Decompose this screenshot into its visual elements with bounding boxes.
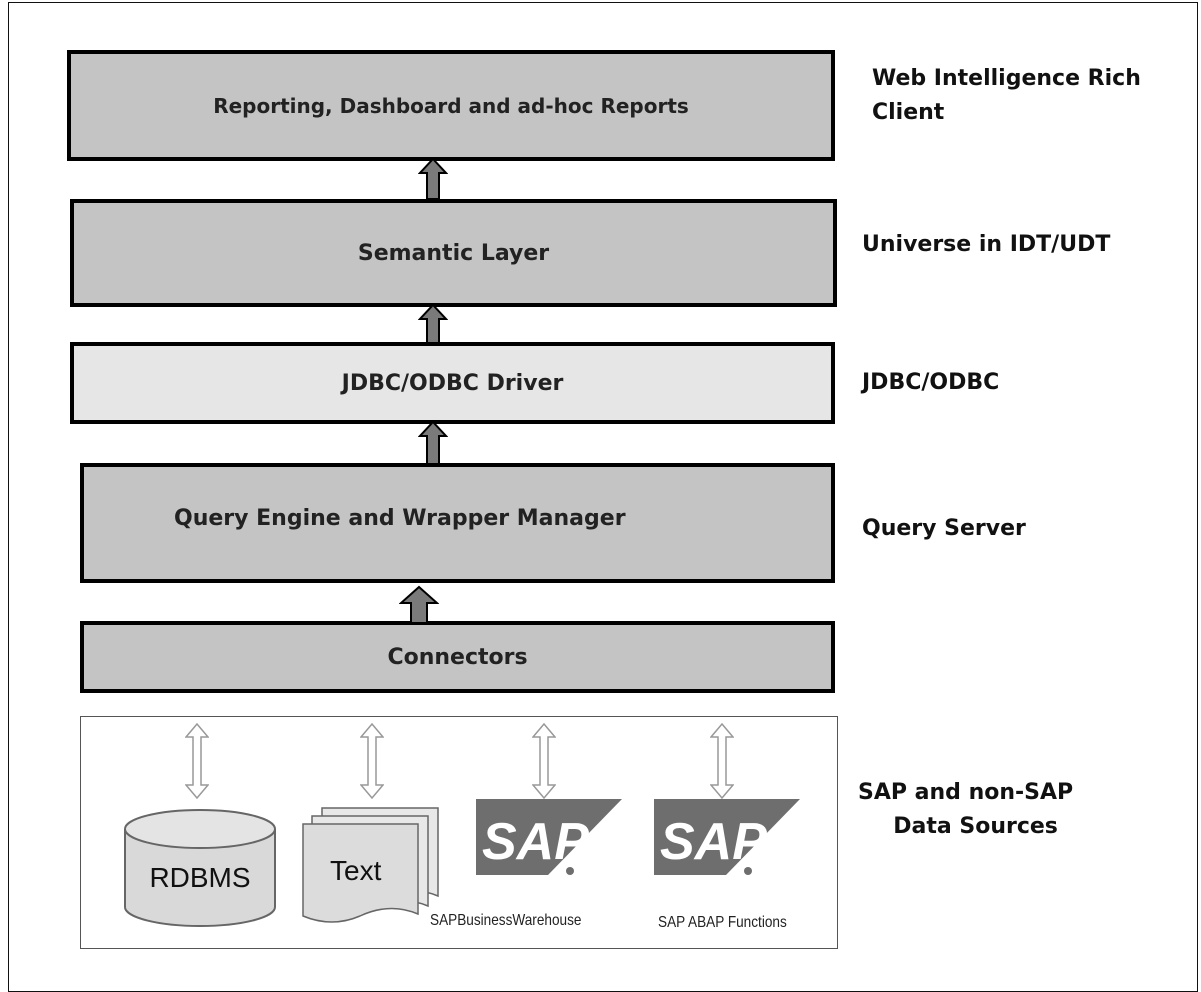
query-engine-label: Query Engine and Wrapper Manager	[174, 505, 626, 531]
webi-line-2: Client	[872, 100, 945, 125]
webi-line-1: Web Intelligence Rich	[872, 66, 1141, 91]
sources-line-1: SAP and non-SAP	[858, 780, 1074, 805]
query-engine-layer: Query Engine and Wrapper Manager	[80, 463, 835, 583]
text-label: Text	[330, 855, 382, 886]
sap-bw-caption: SAPBusinessWarehouse	[430, 912, 582, 929]
connectors-layer: Connectors	[80, 621, 835, 693]
semantic-layer: Semantic Layer	[70, 199, 837, 307]
bidirectional-arrow-icon	[185, 723, 209, 799]
query-server-label: Query Server	[862, 516, 1026, 541]
reporting-layer-label: Reporting, Dashboard and ad-hoc Reports	[213, 93, 689, 118]
connectors-label: Connectors	[387, 644, 528, 670]
svg-text:SAP: SAP	[482, 813, 589, 871]
document-stack-icon	[302, 807, 439, 923]
arrow-up-icon	[418, 157, 448, 200]
database-icon	[124, 809, 276, 927]
rdbms-label: RDBMS	[149, 862, 251, 893]
sap-logo-icon: SAP	[654, 799, 800, 875]
sap-abap-caption: SAP ABAP Functions	[658, 914, 787, 931]
reporting-layer: Reporting, Dashboard and ad-hoc Reports	[67, 50, 835, 161]
sap-logo-icon: SAP	[476, 799, 622, 875]
driver-layer: JDBC/ODBC Driver	[70, 342, 835, 424]
sources-line-2: Data Sources	[893, 814, 1058, 839]
semantic-layer-label: Semantic Layer	[357, 240, 550, 266]
data-sources-label: SAP and non-SAP Data Sources	[858, 776, 1073, 844]
arrow-up-icon	[418, 303, 448, 344]
bidirectional-arrow-icon	[532, 723, 556, 799]
arrow-up-icon	[418, 420, 448, 465]
webi-client-label: Web Intelligence Rich Client	[872, 62, 1141, 130]
arrow-up-icon	[399, 585, 439, 624]
jdbc-label: JDBC/ODBC	[862, 370, 1000, 395]
universe-label: Universe in IDT/UDT	[862, 232, 1111, 257]
bidirectional-arrow-icon	[710, 723, 734, 799]
driver-layer-label: JDBC/ODBC Driver	[341, 370, 564, 396]
svg-text:SAP: SAP	[660, 813, 767, 871]
bidirectional-arrow-icon	[360, 723, 384, 799]
